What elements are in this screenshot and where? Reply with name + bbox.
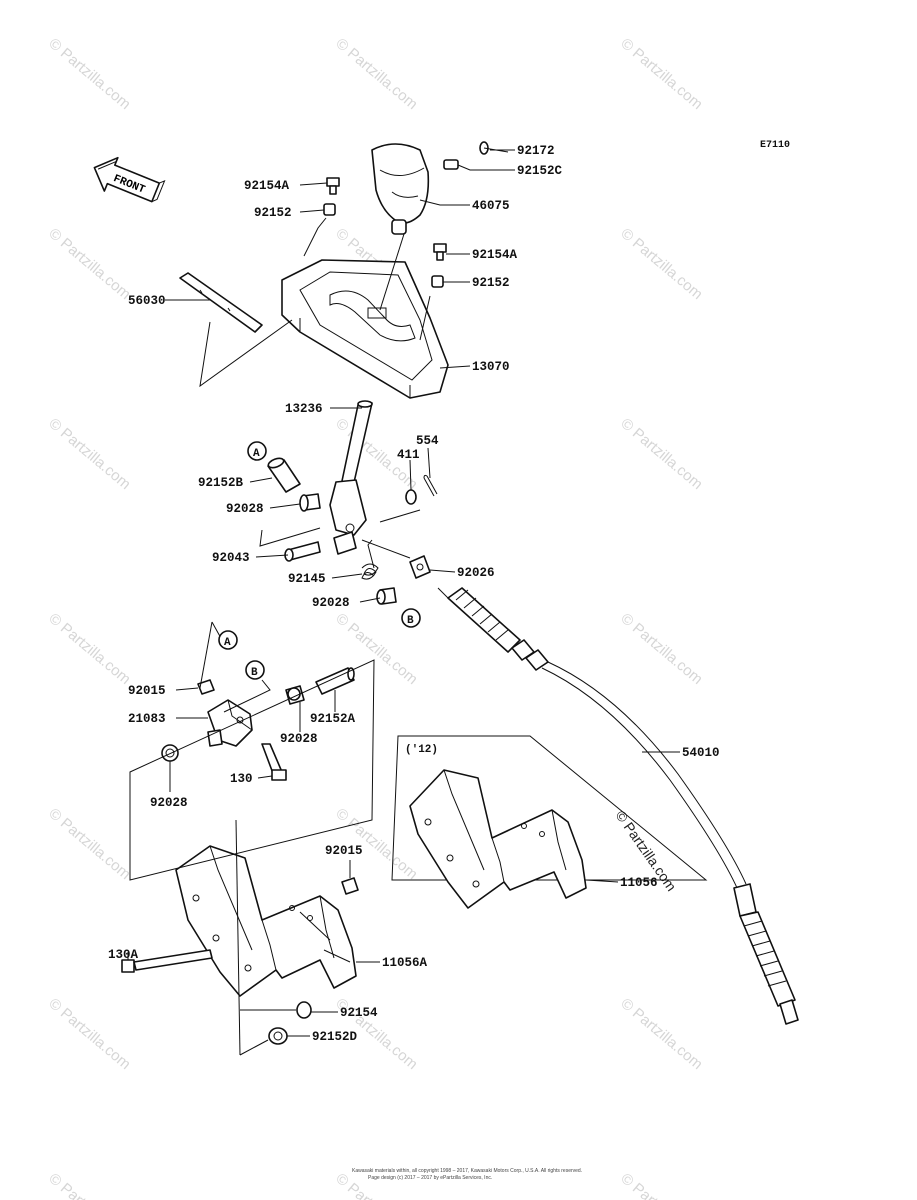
inset-box xyxy=(391,735,708,881)
cotter-pin-554 xyxy=(423,474,438,497)
svg-text:B: B xyxy=(251,667,258,679)
part-label[interactable]: 92015 xyxy=(325,844,363,858)
part-label[interactable]: 92028 xyxy=(226,502,264,516)
leader-lines xyxy=(127,149,680,1056)
watermark: © Partzilla.com xyxy=(45,995,133,1073)
part-label[interactable]: 92152 xyxy=(254,206,292,220)
watermark: © Partzilla.com xyxy=(617,995,705,1073)
watermark: © Partzilla.com xyxy=(45,1170,133,1200)
part-label[interactable]: 92152 xyxy=(472,276,510,290)
bush-92028-c xyxy=(285,685,305,705)
part-label[interactable]: 92145 xyxy=(288,572,326,586)
part-label[interactable]: 13236 xyxy=(285,402,323,416)
part-label[interactable]: 130A xyxy=(108,948,139,962)
part-label[interactable]: 11056A xyxy=(382,956,428,970)
callout-a-top: A xyxy=(247,441,267,461)
part-labels: 92172 92152C 92154A 92152 46075 92154A 9… xyxy=(108,144,720,1044)
part-label[interactable]: 92043 xyxy=(212,551,250,565)
watermark: © Partzilla.com xyxy=(617,225,705,303)
svg-text:A: A xyxy=(253,448,260,460)
lever-collar xyxy=(333,531,357,555)
screw-92172 xyxy=(479,141,509,155)
bush-92028-a xyxy=(299,493,321,512)
watermark: © Partzilla.com xyxy=(617,610,705,688)
watermark: © Partzilla.com xyxy=(617,35,705,113)
svg-text:A: A xyxy=(224,637,231,649)
collar-92152-right xyxy=(431,275,444,288)
part-label[interactable]: 92152C xyxy=(517,164,563,178)
spring-92145 xyxy=(361,539,379,580)
part-label[interactable]: 554 xyxy=(416,434,439,448)
bolt-92154a-right xyxy=(433,243,447,261)
shift-lever xyxy=(329,400,373,536)
bolt-92154 xyxy=(296,1001,312,1019)
part-label[interactable]: 11056 xyxy=(620,876,658,890)
washer-411 xyxy=(405,489,417,505)
part-label[interactable]: 92172 xyxy=(517,144,555,158)
pin-92152b xyxy=(267,457,301,493)
copyright-line-1: Kawasaki materials within, all copyright… xyxy=(352,1168,582,1174)
watermark: © Partzilla.com xyxy=(617,1170,705,1200)
bush-92028-d xyxy=(161,744,179,762)
collar-92152d xyxy=(268,1027,288,1045)
shift-cable xyxy=(437,587,799,1025)
part-label[interactable]: 46075 xyxy=(472,199,510,213)
bolt-92154a-top xyxy=(326,177,340,195)
part-label[interactable]: 92154 xyxy=(340,1006,378,1020)
watermark: © Partzilla.com xyxy=(617,415,705,493)
year-note: ('12) xyxy=(405,744,438,756)
part-label[interactable]: 92152D xyxy=(312,1030,358,1044)
pin-92043 xyxy=(284,541,321,562)
watermark: © Partzilla.com xyxy=(45,805,133,883)
shift-knob xyxy=(371,143,430,235)
collar-92152c xyxy=(443,159,459,170)
part-label[interactable]: 56030 xyxy=(128,294,166,308)
part-label[interactable]: 54010 xyxy=(682,746,720,760)
part-label[interactable]: 92152B xyxy=(198,476,244,490)
part-label[interactable]: 92015 xyxy=(128,684,166,698)
part-label[interactable]: 92028 xyxy=(150,796,188,810)
bush-92028-b xyxy=(376,587,397,605)
bolt-130 xyxy=(261,743,287,781)
watermark: © Partzilla.com xyxy=(45,35,133,113)
nut-92015-a xyxy=(197,679,215,695)
collar-92152-top xyxy=(323,203,336,216)
watermark: © Partzilla.com xyxy=(45,415,133,493)
copyright-line-2: Page design (c) 2017 – 2017 by ePartzill… xyxy=(368,1175,492,1181)
nut-92015-b xyxy=(341,877,359,895)
bracket-11056 xyxy=(409,769,587,909)
bolt-130a xyxy=(121,949,213,973)
svg-text:B: B xyxy=(407,615,414,627)
plate-56030 xyxy=(179,272,263,333)
bracket-collar xyxy=(207,729,223,747)
watermark: © Partzilla.com xyxy=(45,225,133,303)
part-label[interactable]: 92028 xyxy=(312,596,350,610)
part-label[interactable]: 130 xyxy=(230,772,253,786)
diagram-code: E7110 xyxy=(760,140,790,151)
part-label[interactable]: 21083 xyxy=(128,712,166,726)
watermark: © Partzilla.com xyxy=(332,35,420,113)
joint-92026 xyxy=(409,555,431,579)
callout-b-top: B xyxy=(401,608,421,628)
watermark-layer: © Partzilla.com © Partzilla.com © Partzi… xyxy=(45,35,705,1200)
part-label[interactable]: 92154A xyxy=(472,248,518,262)
shift-housing xyxy=(281,259,449,399)
part-label[interactable]: 92152A xyxy=(310,712,356,726)
part-label[interactable]: 13070 xyxy=(472,360,510,374)
callout-a-bottom: A xyxy=(218,630,238,650)
part-label[interactable]: 411 xyxy=(397,448,420,462)
callout-b-bottom: B xyxy=(245,660,265,680)
part-label[interactable]: 92026 xyxy=(457,566,495,580)
watermark: © Partzilla.com xyxy=(45,610,133,688)
front-arrow-icon: FRONT xyxy=(93,156,166,203)
part-label[interactable]: 92028 xyxy=(280,732,318,746)
part-label[interactable]: 92154A xyxy=(244,179,290,193)
mount-bracket-11056a xyxy=(175,845,357,997)
